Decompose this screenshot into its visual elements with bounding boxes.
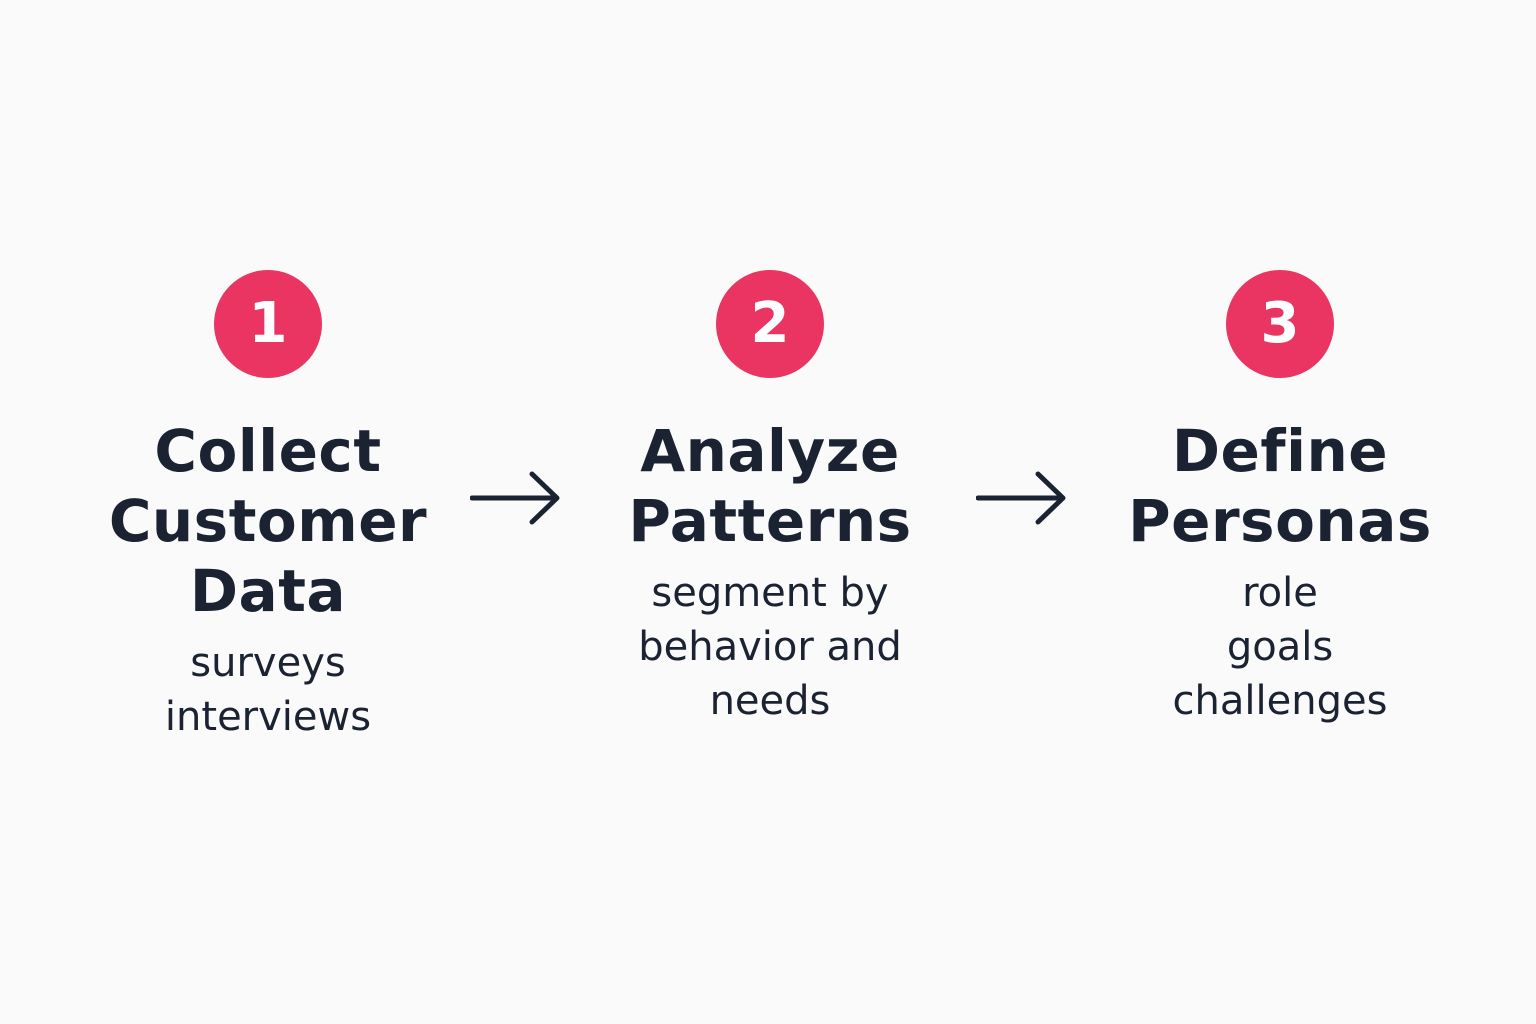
step-number-badge: 2 — [716, 270, 824, 378]
step-detail-line: interviews — [164, 694, 372, 740]
step-title-line: Define — [1171, 417, 1389, 485]
step-detail: role goals challenges — [1173, 566, 1388, 728]
step-title-line: Patterns — [628, 487, 912, 555]
step-number: 3 — [1260, 291, 1300, 356]
step-title-line: Customer — [108, 487, 428, 555]
step-title: Collect Customer Data — [109, 416, 427, 626]
step-title: Analyze Patterns — [628, 416, 911, 556]
step-title-line: Analyze — [640, 417, 900, 485]
step-detail-line: behavior and — [638, 624, 902, 670]
step-title-line: Personas — [1128, 487, 1432, 555]
step-analyze-patterns: 2 Analyze Patterns segment by behavior a… — [550, 270, 990, 728]
arrow-right-icon — [976, 471, 1066, 525]
step-detail: segment by behavior and needs — [638, 566, 902, 728]
step-detail-line: challenges — [1172, 678, 1388, 724]
step-number: 2 — [750, 291, 790, 356]
step-number-badge: 3 — [1226, 270, 1334, 378]
step-detail-line: goals — [1226, 624, 1334, 670]
step-title: Define Personas — [1128, 416, 1432, 556]
step-detail: surveys interviews — [165, 636, 371, 744]
step-detail-line: surveys — [190, 640, 346, 686]
step-number-badge: 1 — [214, 270, 322, 378]
step-number: 1 — [248, 291, 288, 356]
step-collect-customer-data: 1 Collect Customer Data surveys intervie… — [48, 270, 488, 744]
step-detail-line: role — [1242, 570, 1318, 616]
step-title-line: Collect — [154, 417, 382, 485]
step-detail-line: needs — [709, 678, 831, 724]
step-define-personas: 3 Define Personas role goals challenges — [1060, 270, 1500, 728]
arrow-right-icon — [470, 471, 560, 525]
step-title-line: Data — [189, 557, 347, 625]
step-detail-line: segment by — [651, 570, 889, 616]
